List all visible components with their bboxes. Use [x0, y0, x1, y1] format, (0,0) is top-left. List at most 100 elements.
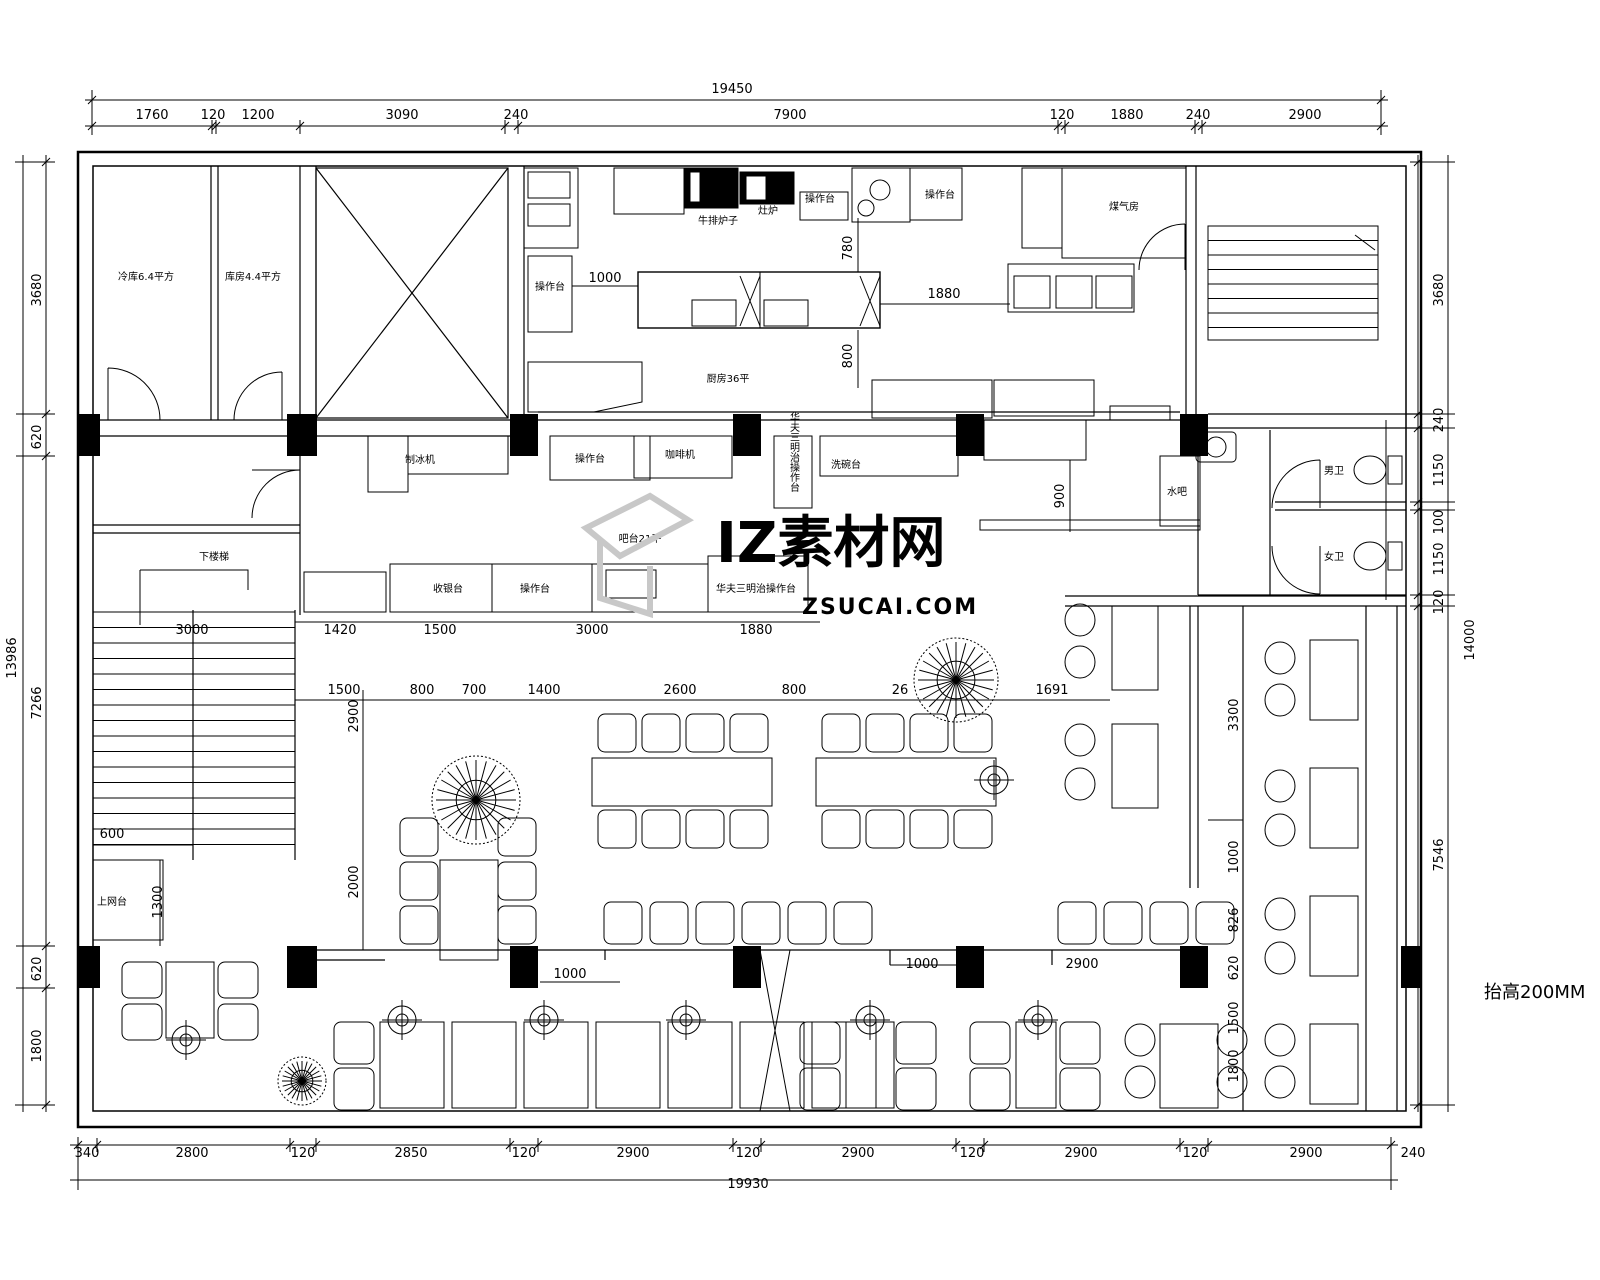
dim-left-vert: 2900	[347, 699, 362, 732]
tree-branch	[301, 1070, 320, 1082]
tree-canopy	[431, 755, 521, 845]
chair	[399, 861, 439, 901]
chair	[799, 1067, 841, 1111]
label-prep-table: 操作台	[535, 280, 565, 293]
chair	[333, 1021, 375, 1065]
table	[1111, 723, 1159, 809]
label-kitchen: 厨房36平	[707, 372, 750, 385]
dim-bottom: 240	[1401, 1146, 1426, 1161]
label-sandwich-table: 华夫三明治操作台	[716, 582, 796, 595]
tree-branch	[287, 1080, 303, 1096]
chair	[909, 809, 949, 849]
tree-branch	[301, 1080, 308, 1101]
dim-dining-row: 1500	[327, 683, 360, 698]
chair	[1059, 1021, 1101, 1065]
dim-dining-row: 800	[410, 683, 435, 698]
table	[667, 1021, 733, 1109]
table	[811, 1021, 877, 1109]
ceiling-fixtures	[166, 760, 1058, 1060]
dimension-tick	[1175, 1140, 1185, 1150]
dim-top: 7900	[773, 108, 806, 123]
dim-bar-row: 3000	[575, 623, 608, 638]
label-upstairs-desk: 上网台	[97, 895, 127, 908]
dim-right: 7546	[1432, 838, 1447, 871]
dimension-tick	[73, 1140, 83, 1150]
dimension-tick	[513, 121, 523, 131]
tree-canopy	[277, 1056, 327, 1106]
furniture	[121, 603, 1359, 1111]
label-prep-table: 操作台	[520, 582, 550, 595]
dimension-tick	[1190, 121, 1200, 131]
dim-right-inner: 120	[1432, 590, 1447, 615]
chair	[649, 901, 689, 945]
bar-stool	[1216, 1023, 1248, 1057]
dimension-tick	[1203, 1140, 1213, 1150]
chair	[497, 905, 537, 945]
bar-stool	[1264, 897, 1296, 931]
dim-lower: 2900	[1065, 957, 1098, 972]
table	[1309, 639, 1359, 721]
table	[595, 1021, 661, 1109]
label-downstairs: 下楼梯	[199, 550, 229, 563]
stairs	[93, 225, 1379, 845]
dim-top: 1200	[241, 108, 274, 123]
dim-left: 7266	[30, 686, 45, 719]
structural-columns	[78, 414, 1421, 988]
dim-right-total: 14000	[1463, 619, 1478, 660]
dimension-tick	[533, 1140, 543, 1150]
dim-top: 1760	[135, 108, 168, 123]
label-stove: 灶炉	[758, 204, 778, 217]
dim-lower: 1000	[905, 957, 938, 972]
chair	[641, 713, 681, 753]
dim-bar-row: 1420	[323, 623, 356, 638]
bar-stool	[1064, 603, 1096, 637]
tree-inner	[290, 1069, 314, 1093]
dim-lower: 1000	[553, 967, 586, 982]
dim-left-vert: 2000	[347, 865, 362, 898]
dim-dining-row: 800	[782, 683, 807, 698]
watermark: IZ素材网 ZSUCAI.COM	[580, 492, 978, 620]
dim-bar-900: 900	[1053, 484, 1068, 509]
dim-top: 240	[1186, 108, 1211, 123]
table	[591, 757, 773, 807]
dimension-tick	[87, 121, 97, 131]
dim-stair-600: 600	[100, 827, 125, 842]
chair	[969, 1067, 1011, 1111]
bar-stool	[1064, 723, 1096, 757]
chair	[399, 817, 439, 857]
dimension-tick	[92, 1140, 102, 1150]
dim-top: 3090	[385, 108, 418, 123]
chair	[799, 1021, 841, 1065]
chair	[685, 809, 725, 849]
chair	[333, 1067, 375, 1111]
dimension-tick	[41, 1100, 51, 1110]
label-ice-machine: 制冰机	[405, 453, 435, 466]
interior-dimension-lines	[93, 218, 1243, 983]
bar-stool	[1264, 641, 1296, 675]
tree-branch	[291, 1063, 303, 1082]
dimension-tick	[41, 941, 51, 951]
dim-right-inner2: 1000	[1227, 840, 1242, 873]
kitchen-equipment	[92, 167, 1403, 941]
dim-bottom: 120	[1183, 1146, 1208, 1161]
watermark-en: ZSUCAI.COM	[802, 595, 978, 620]
tree-branch	[282, 1075, 303, 1082]
table	[815, 757, 997, 807]
label-prep-table: 操作台	[805, 192, 835, 205]
tree-branch	[301, 1075, 322, 1082]
dim-top: 1880	[1110, 108, 1143, 123]
bar-stool	[1264, 941, 1296, 975]
tree-branch	[301, 1080, 313, 1099]
table	[451, 1021, 517, 1109]
dim-bar-row: 1880	[739, 623, 772, 638]
dimension-tick	[951, 1140, 961, 1150]
table	[1111, 605, 1159, 691]
dimension-lines	[15, 90, 1455, 1190]
chair	[217, 1003, 259, 1041]
dim-bottom: 2900	[616, 1146, 649, 1161]
dimension-tick	[505, 1140, 515, 1150]
chair	[787, 901, 827, 945]
dimension-labels: 19450 1760 120 1200 3090 240 7900 120 18…	[5, 82, 1478, 1192]
chair	[865, 713, 905, 753]
tree-branch	[301, 1063, 313, 1082]
